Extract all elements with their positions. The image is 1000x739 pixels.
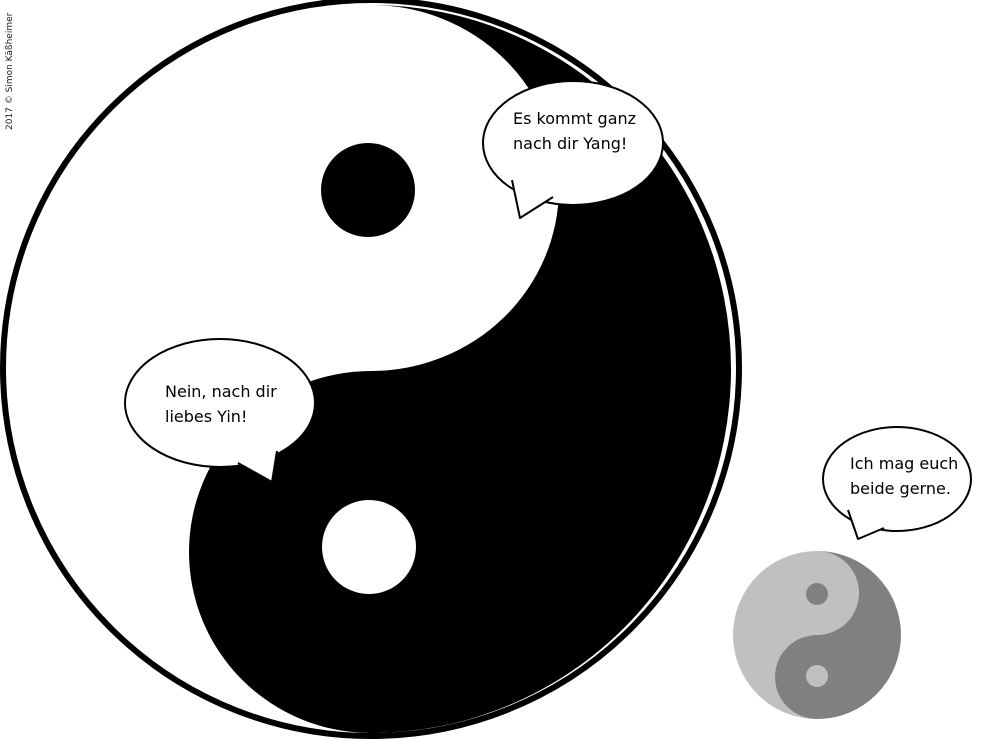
large-symbol-light-dot — [322, 500, 416, 594]
speech-text-observer-line-2: beide gerne. — [850, 479, 951, 498]
small-symbol-dark-dot — [806, 583, 828, 605]
speech-bubble-yang — [124, 338, 316, 483]
small-yin-yang-symbol — [733, 551, 901, 719]
speech-text-yin: Es kommt ganz nach dir Yang! — [513, 106, 636, 156]
speech-text-observer: Ich mag euch beide gerne. — [850, 451, 958, 501]
speech-text-yang: Nein, nach dir liebes Yin! — [165, 379, 277, 429]
speech-text-yin-line-1: Es kommt ganz — [513, 109, 637, 128]
large-symbol-dark-dot — [321, 143, 415, 237]
small-symbol-light-dot — [806, 665, 828, 687]
speech-bubble-observer — [822, 426, 972, 540]
speech-text-observer-line-1: Ich mag euch — [850, 454, 959, 473]
speech-text-yin-line-2: nach dir Yang! — [513, 134, 628, 153]
speech-text-yang-line-2: liebes Yin! — [165, 407, 248, 426]
speech-bubble-yin — [482, 80, 664, 219]
speech-text-yang-line-1: Nein, nach dir — [165, 382, 277, 401]
